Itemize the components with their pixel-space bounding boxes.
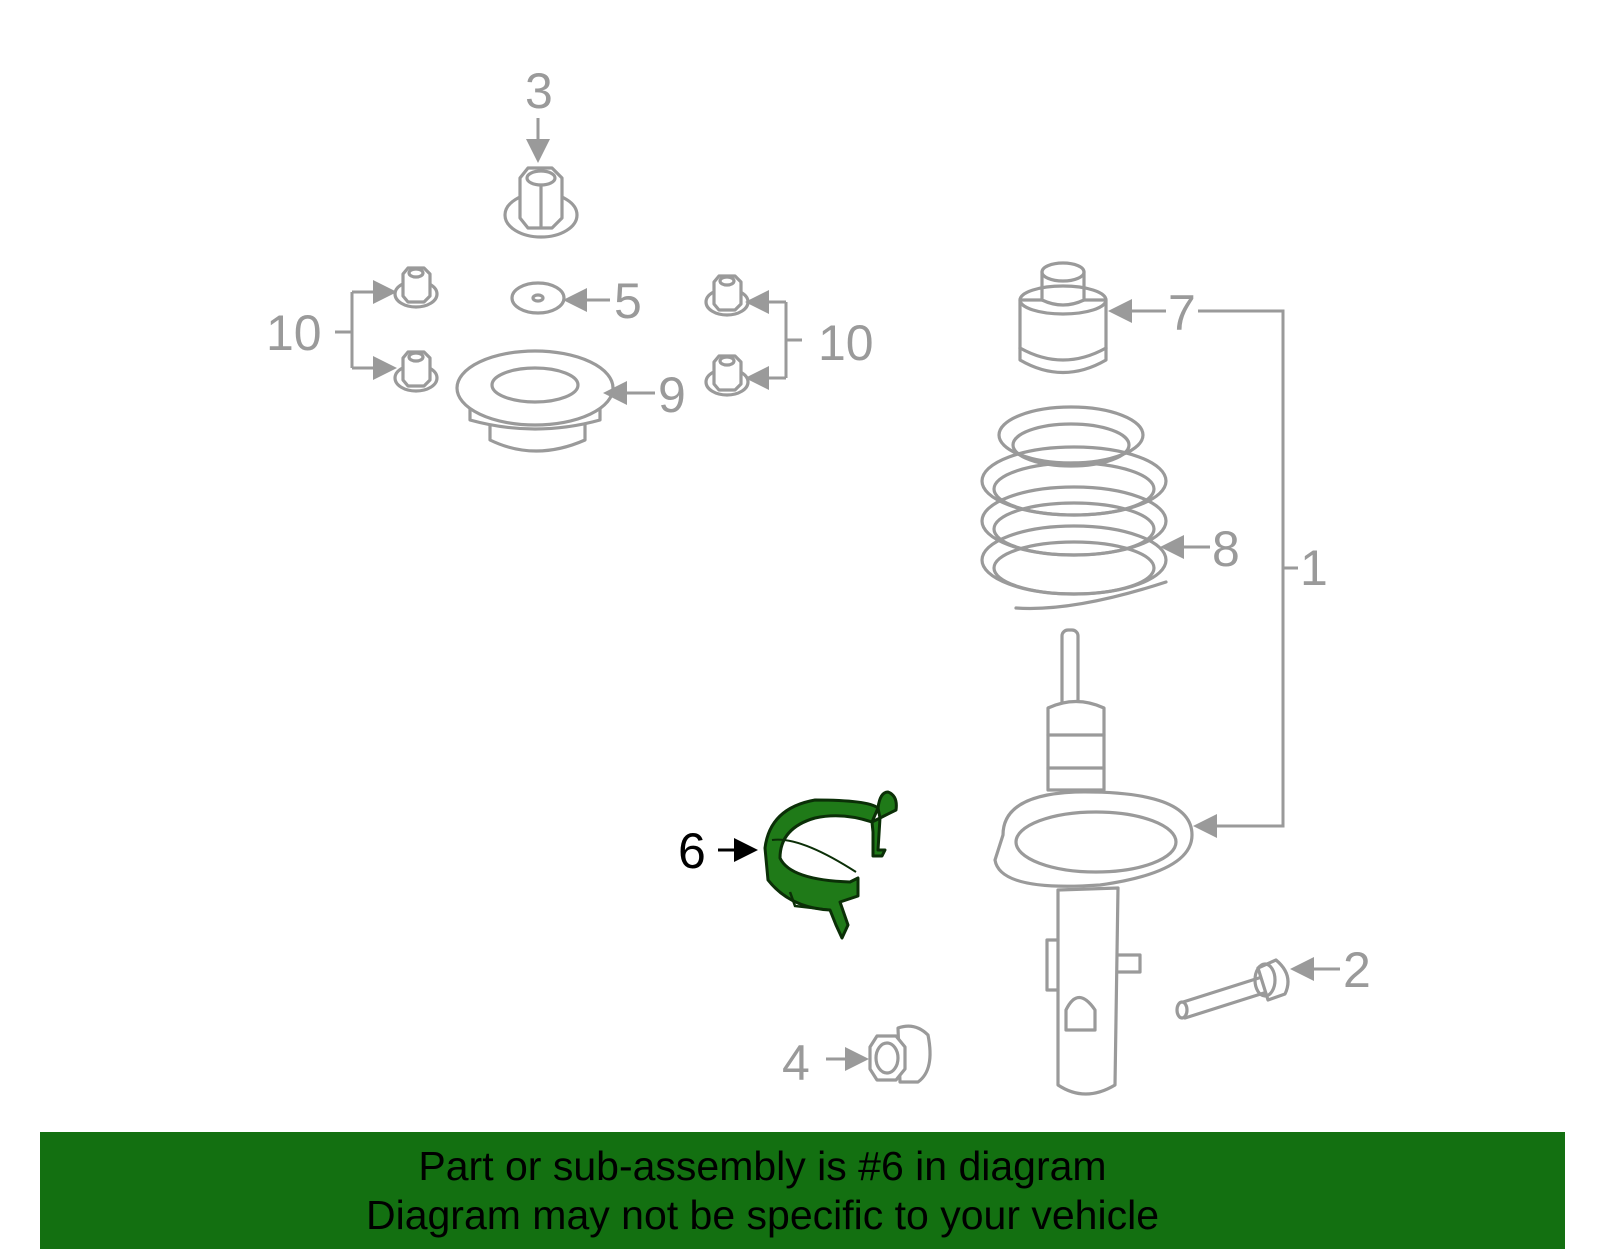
part-10-nut-upper-right xyxy=(704,274,750,317)
parts-diagram: 1 2 3 4 5 6 7 8 9 10 10 xyxy=(266,63,1371,1096)
part-5-washer xyxy=(510,281,566,315)
label-3: 3 xyxy=(525,63,553,119)
part-10-nut-lower-right xyxy=(704,354,750,397)
info-banner: Part or sub-assembly is #6 in diagram Di… xyxy=(40,1132,1565,1249)
part-10-nut-lower-left xyxy=(393,350,439,393)
part-10-nut-upper-left xyxy=(393,266,439,309)
part-4-nut xyxy=(868,1024,932,1084)
label-6-highlighted: 6 xyxy=(678,823,706,879)
label-9: 9 xyxy=(658,367,686,423)
part-2-bolt xyxy=(1175,958,1290,1020)
label-2: 2 xyxy=(1343,942,1371,998)
label-8: 8 xyxy=(1212,521,1240,577)
banner-line-1: Part or sub-assembly is #6 in diagram xyxy=(418,1143,1107,1189)
part-7-bump-stop xyxy=(1018,261,1108,375)
part-1-strut xyxy=(993,628,1194,1096)
part-9-mount xyxy=(455,349,615,453)
label-7: 7 xyxy=(1168,285,1196,341)
part-6-spring-insulator xyxy=(763,790,898,940)
label-5: 5 xyxy=(614,273,642,329)
part-3-nut xyxy=(503,166,579,239)
label-1: 1 xyxy=(1300,540,1328,596)
label-10-left: 10 xyxy=(266,305,322,361)
label-10-right: 10 xyxy=(818,315,874,371)
label-4: 4 xyxy=(782,1035,810,1091)
part-8-coil-spring xyxy=(980,405,1168,611)
banner-line-2: Diagram may not be specific to your vehi… xyxy=(365,1192,1159,1238)
